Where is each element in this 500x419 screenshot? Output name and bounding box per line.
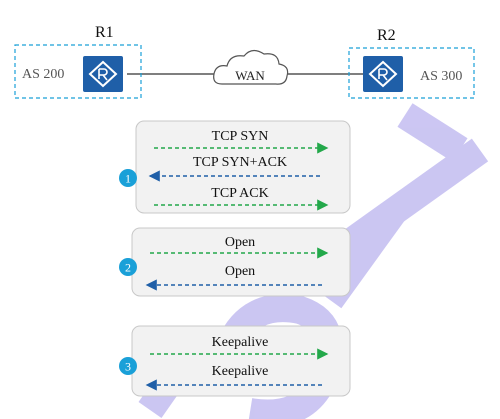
phase-1-step: 1 [125, 172, 131, 186]
as200-box [14, 44, 142, 99]
phase-1-badge [119, 169, 137, 187]
phase-1-msg-2-label: TCP SYN+ACK [193, 155, 287, 170]
phase-3-step: 3 [125, 360, 131, 374]
phase-3-msg-1-label: Keepalive [212, 335, 269, 350]
phase-3-msg-2-label: Keepalive [212, 364, 269, 379]
as200-label: AS 200 [22, 67, 64, 82]
phase-2-step: 2 [125, 261, 131, 275]
phase-1-msg-3-label: TCP ACK [211, 186, 268, 201]
r1-name: R1 [95, 24, 114, 41]
phase-1-panel [135, 120, 351, 214]
router-icon [83, 56, 123, 92]
as300-box [348, 47, 475, 99]
phase-3-badge [119, 357, 137, 375]
r2-name: R2 [377, 27, 396, 44]
as300-label: AS 300 [420, 69, 462, 84]
phase-2-badge [119, 258, 137, 276]
router-icon [363, 56, 403, 92]
phase-2-msg-2-label: Open [225, 264, 255, 279]
phase-1-msg-1-label: TCP SYN [212, 129, 269, 144]
phase-2-msg-1-label: Open [225, 235, 255, 250]
cloud-icon [213, 49, 289, 85]
wan-label: WAN [235, 68, 265, 83]
